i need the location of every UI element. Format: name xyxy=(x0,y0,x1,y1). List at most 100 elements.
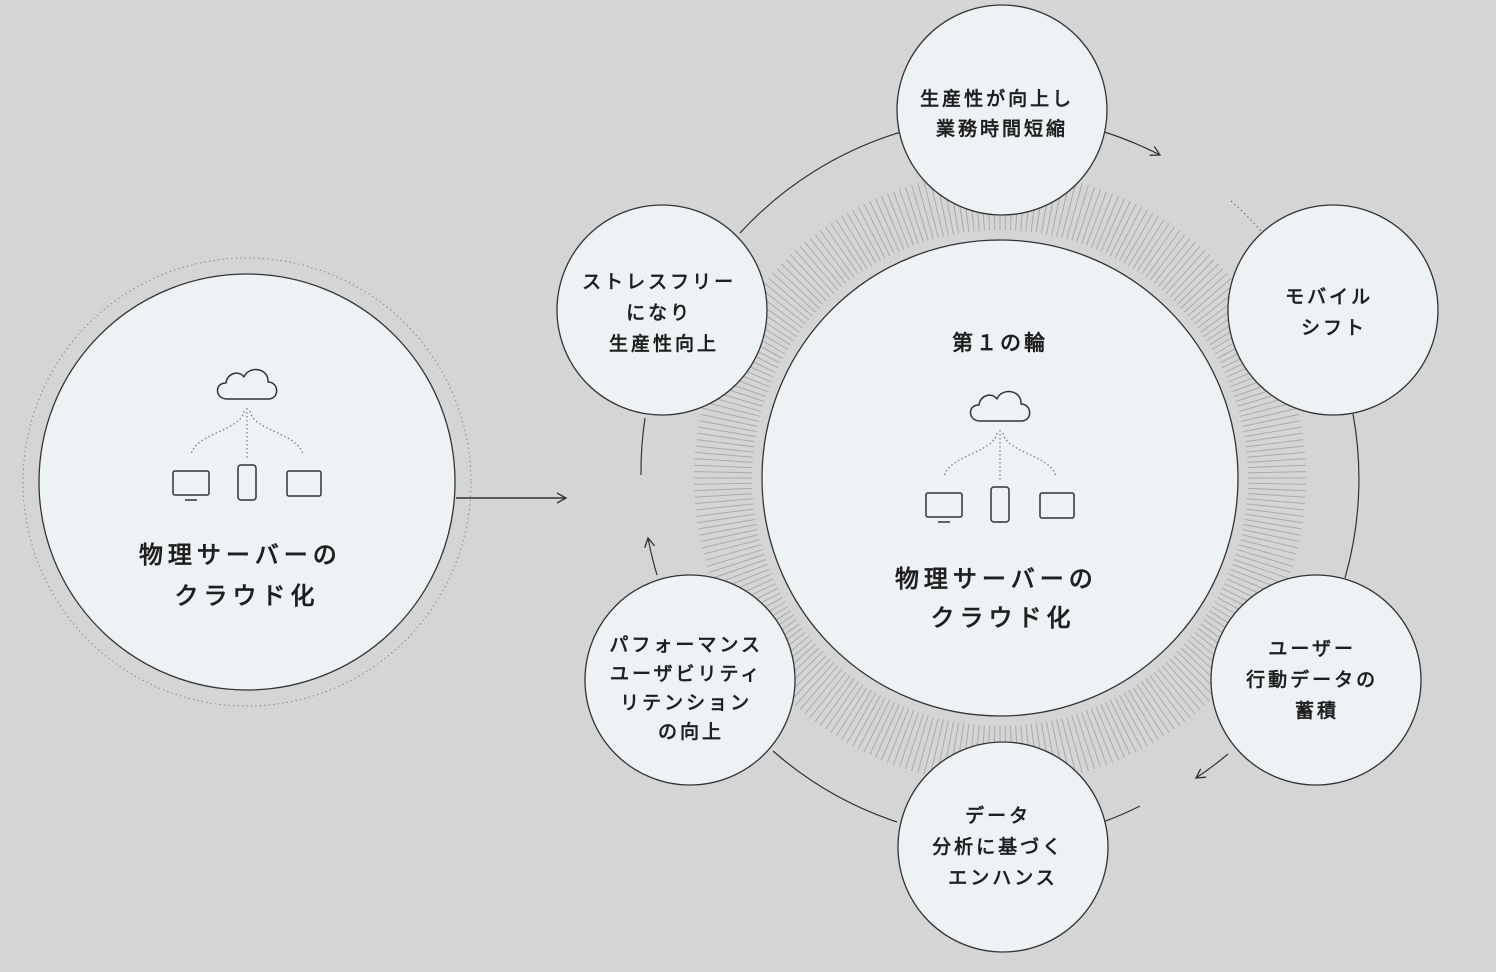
hatch-tick xyxy=(1246,503,1305,511)
wheel-dotted-arc xyxy=(1230,200,1263,233)
hatch-tick xyxy=(1245,513,1303,524)
hatch-tick xyxy=(1076,186,1096,243)
hatch-tick xyxy=(1128,216,1159,267)
hatch-tick xyxy=(1109,203,1137,257)
node-mobile-line-1: モバイル xyxy=(1285,286,1373,308)
hatch-tick xyxy=(1061,181,1077,238)
hatch-tick xyxy=(696,439,755,448)
hatch-tick xyxy=(1100,198,1125,252)
hatch-tick xyxy=(1145,678,1181,726)
hatch-tick xyxy=(1161,665,1201,710)
hatch-tick xyxy=(929,179,944,237)
hatch-tick xyxy=(1173,259,1215,302)
node-productivity: 生産性が向上し 業務時間短縮 xyxy=(896,4,1108,216)
hatch-tick xyxy=(809,672,847,719)
hatch-tick xyxy=(1114,697,1143,750)
node-data-enhance-line-1: データ xyxy=(965,804,1031,827)
node-performance: パフォーマンス ユーザビリティ リテンション の向上 xyxy=(584,574,796,786)
cloud-shape xyxy=(216,368,278,400)
hatch-tick xyxy=(863,699,891,753)
hatch-tick xyxy=(1183,272,1228,313)
hatch-tick xyxy=(1100,704,1125,758)
hatch-tick xyxy=(1119,209,1148,261)
hatch-tick xyxy=(699,420,757,432)
hatch-tick xyxy=(1145,230,1181,278)
hatch-tick xyxy=(1128,689,1159,740)
cloud-devices-icon xyxy=(925,390,1075,523)
hatch-tick xyxy=(1169,254,1210,298)
wheel-center-line-2: クラウド化 xyxy=(931,604,1076,632)
hatch-tick xyxy=(857,206,886,259)
hatch-tick xyxy=(1114,206,1143,259)
hatch-tick xyxy=(875,198,900,252)
hatch-tick xyxy=(697,513,755,524)
hatch-tick xyxy=(852,209,881,261)
source-label-line-1: 物理サーバーの xyxy=(139,541,342,569)
svg-text:モバイル シフト: モバイル シフト xyxy=(1285,286,1383,339)
hatch-tick xyxy=(1095,706,1120,761)
hatch-tick xyxy=(1161,246,1201,291)
hatch-tick xyxy=(1245,439,1304,448)
hatch-tick xyxy=(898,188,919,244)
node-user-data: ユーザー 行動データの 蓄積 xyxy=(1210,574,1422,786)
node-productivity-line-2: 業務時間短縮 xyxy=(935,117,1068,140)
node-data-enhance-line-2: 分析に基づく xyxy=(932,835,1064,858)
monitor-icon xyxy=(172,470,210,496)
hatch-tick xyxy=(1085,191,1108,246)
hatch-tick xyxy=(1247,482,1306,485)
connector-line xyxy=(249,410,304,456)
hatch-tick xyxy=(911,715,929,772)
hatch-tick xyxy=(1149,675,1186,723)
hatch-tick xyxy=(1247,458,1306,463)
hatch-tick xyxy=(1109,699,1137,753)
cycle-arc-3 xyxy=(1194,753,1229,779)
hatch-tick xyxy=(1244,518,1302,530)
hatch-tick xyxy=(1235,554,1292,574)
svg-text:生産性が向上し 業務時間短縮: 生産性が向上し 業務時間短縮 xyxy=(920,87,1084,140)
hatch-tick xyxy=(1238,544,1295,561)
hatch-tick xyxy=(1123,212,1154,264)
hatch-tick xyxy=(695,445,754,453)
cycle-arc-4 xyxy=(1102,805,1141,823)
hatch-tick xyxy=(880,195,905,250)
hatch-tick xyxy=(1066,183,1083,240)
hatch-tick xyxy=(1246,445,1305,453)
hatch-tick xyxy=(701,534,759,549)
hatch-tick xyxy=(904,186,924,243)
source-dotted-ring xyxy=(22,257,472,707)
cycle-arc-8 xyxy=(739,131,902,234)
hatch-tick xyxy=(923,718,939,775)
hatch-tick xyxy=(869,702,895,756)
hatch-tick xyxy=(835,687,868,737)
hatch-tick xyxy=(710,559,766,580)
hatch-tick xyxy=(804,241,843,288)
cycle-arc-2 xyxy=(1344,413,1360,579)
hatch-tick xyxy=(1245,432,1303,443)
connector-line xyxy=(1002,432,1057,478)
hatch-tick xyxy=(776,268,820,309)
hatch-tick xyxy=(1081,188,1102,244)
hatch-tick xyxy=(1153,672,1191,719)
hatch-tick xyxy=(1176,263,1219,305)
hatch-tick xyxy=(1141,226,1176,275)
hatch-tick xyxy=(781,263,824,305)
svg-text:ストレスフリー になり 生産: ストレスフリー になり 生産性向上 xyxy=(582,271,746,355)
hatch-tick xyxy=(835,219,868,269)
phone-icon xyxy=(237,464,257,501)
hatch-tick xyxy=(886,708,910,763)
node-stress-free-line-1: ストレスフリー xyxy=(582,271,736,293)
node-stress-free-line-3: 生産性向上 xyxy=(609,332,719,355)
hatch-tick xyxy=(819,230,855,278)
hatch-tick xyxy=(694,482,753,485)
hatch-tick xyxy=(790,254,831,298)
hatch-tick xyxy=(705,544,762,561)
hatch-tick xyxy=(703,539,760,555)
hatch-tick xyxy=(1240,539,1297,555)
hatch-tick xyxy=(695,498,753,505)
hatch-tick xyxy=(763,282,810,321)
hatch-tick xyxy=(1090,708,1114,763)
hatch-tick xyxy=(1242,413,1300,427)
hatch-tick xyxy=(772,272,817,313)
hatch-tick xyxy=(1247,498,1305,505)
